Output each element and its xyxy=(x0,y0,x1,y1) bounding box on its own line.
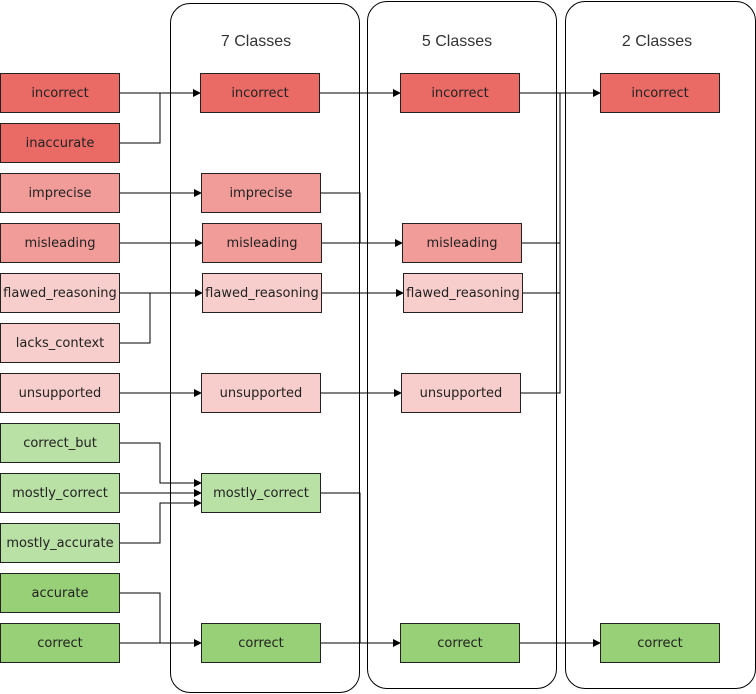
source-flawed-reasoning: flawed_reasoning xyxy=(0,273,120,313)
seven-misleading: misleading xyxy=(202,223,322,263)
five-correct: correct xyxy=(400,623,520,663)
edge-accurate-to-7 xyxy=(120,592,161,643)
title-5-classes: 5 Classes xyxy=(421,33,493,50)
edge-lacks-context-to-7 xyxy=(120,293,151,344)
seven-imprecise: imprecise xyxy=(201,173,321,213)
source-incorrect: incorrect xyxy=(0,73,120,113)
five-flawed-reasoning: flawed_reasoning xyxy=(403,273,523,313)
edge-inaccurate-to-7 xyxy=(120,93,161,144)
seven-correct: correct xyxy=(201,623,321,663)
source-mostly-accurate: mostly_accurate xyxy=(0,523,120,563)
five-misleading: misleading xyxy=(402,223,522,263)
source-inaccurate: inaccurate xyxy=(0,123,120,163)
source-lacks-context: lacks_context xyxy=(0,323,120,363)
two-incorrect: incorrect xyxy=(600,73,720,113)
source-unsupported: unsupported xyxy=(0,373,120,413)
title-2-classes: 2 Classes xyxy=(621,33,693,50)
source-accurate: accurate xyxy=(0,573,120,613)
five-incorrect: incorrect xyxy=(400,73,520,113)
source-mostly-correct: mostly_correct xyxy=(0,473,120,513)
source-imprecise: imprecise xyxy=(0,173,120,213)
source-correct: correct xyxy=(0,623,120,663)
source-misleading: misleading xyxy=(0,223,120,263)
two-correct: correct xyxy=(600,623,720,663)
seven-unsupported: unsupported xyxy=(201,373,321,413)
seven-flawed-reasoning: flawed_reasoning xyxy=(202,273,322,313)
seven-incorrect: incorrect xyxy=(200,73,320,113)
source-correct-but: correct_but xyxy=(0,423,120,463)
five-unsupported: unsupported xyxy=(401,373,521,413)
seven-mostly-correct: mostly_correct xyxy=(201,473,321,513)
panel-2-classes xyxy=(565,1,756,689)
title-7-classes: 7 Classes xyxy=(220,33,292,50)
